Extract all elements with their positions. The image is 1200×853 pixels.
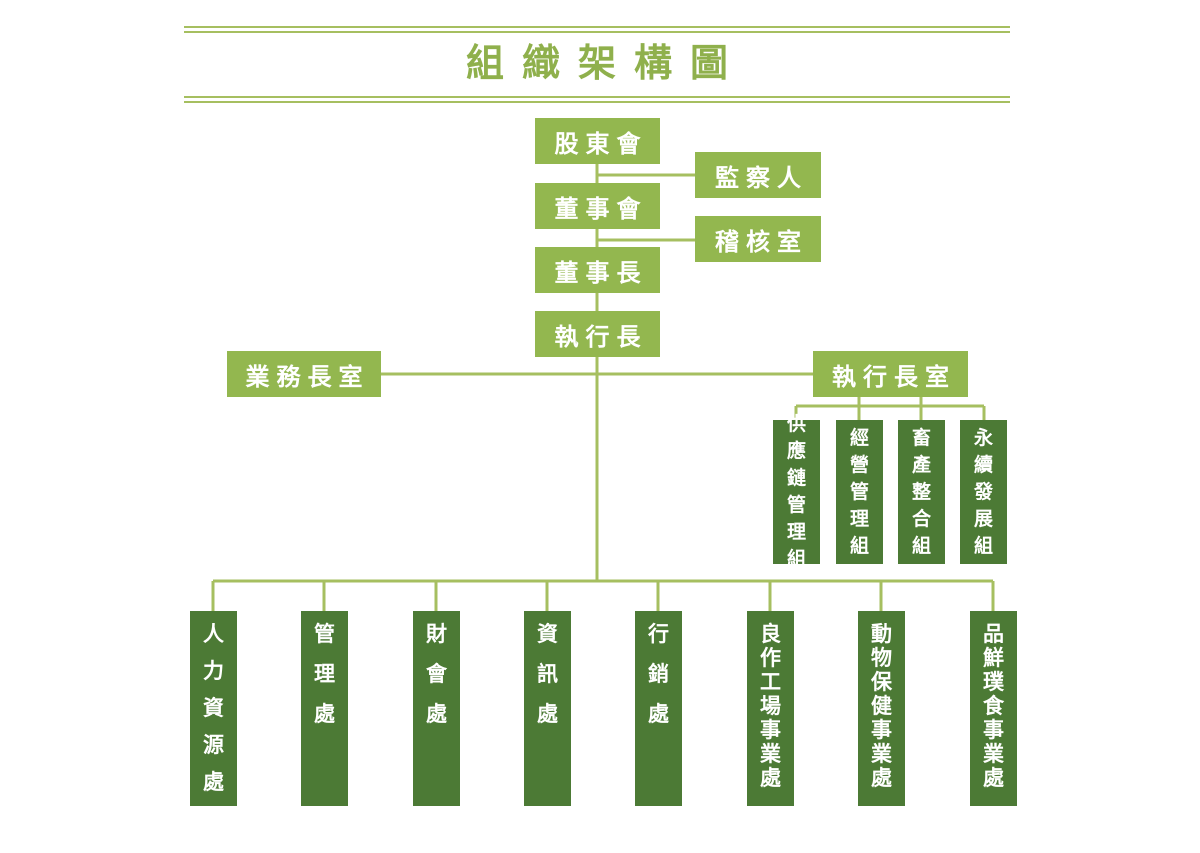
label-char: 行 bbox=[648, 621, 669, 646]
label-char: 動 bbox=[871, 621, 892, 646]
label-char: 理 bbox=[314, 661, 335, 686]
label-char: 鮮 bbox=[983, 645, 1004, 670]
group-box: 永續發展組 bbox=[960, 420, 1007, 564]
label-char: 物 bbox=[871, 645, 892, 670]
label-char: 品 bbox=[983, 621, 1004, 646]
label-char: 資 bbox=[203, 695, 224, 720]
label-char: 鏈 bbox=[786, 467, 806, 489]
department-box: 良作工場事業處 bbox=[747, 611, 794, 806]
title-rule-top-1 bbox=[184, 26, 1010, 28]
label-char: 整 bbox=[911, 480, 931, 503]
node-ceo: 執行長 bbox=[535, 311, 660, 357]
title-rule-bottom-1 bbox=[184, 96, 1010, 98]
label-char: 組 bbox=[849, 534, 869, 557]
node-chairman: 董事長 bbox=[535, 247, 660, 293]
label-char: 處 bbox=[537, 701, 558, 726]
label-char: 力 bbox=[203, 658, 224, 683]
label-char: 營 bbox=[849, 453, 869, 476]
label-char: 璞 bbox=[983, 669, 1004, 694]
title-rule-bottom-2 bbox=[184, 101, 1010, 103]
label-char: 食 bbox=[983, 693, 1004, 718]
label-char: 銷 bbox=[648, 661, 669, 686]
label-char: 事 bbox=[983, 717, 1004, 742]
node-audit: 稽核室 bbox=[695, 216, 821, 262]
label-char: 處 bbox=[203, 769, 224, 794]
label-char: 管 bbox=[849, 480, 869, 503]
title-rule-top-2 bbox=[184, 31, 1010, 33]
node-shareholders: 股東會 bbox=[535, 118, 660, 164]
label-char: 業 bbox=[871, 741, 892, 766]
label-char: 會 bbox=[426, 661, 447, 686]
department-box: 財會處 bbox=[413, 611, 460, 806]
department-box: 品鮮璞食事業處 bbox=[970, 611, 1017, 806]
label-char: 處 bbox=[871, 765, 892, 790]
department-box: 人力資源處 bbox=[190, 611, 237, 806]
label-char: 處 bbox=[983, 765, 1004, 790]
label-char: 組 bbox=[911, 534, 931, 557]
node-board: 董事會 bbox=[535, 183, 660, 229]
label-char: 資 bbox=[537, 621, 558, 646]
department-box: 動物保健事業處 bbox=[858, 611, 905, 806]
label-char: 處 bbox=[648, 701, 669, 726]
group-box: 畜產整合組 bbox=[898, 420, 945, 564]
label-char: 永 bbox=[973, 426, 993, 449]
label-char: 供 bbox=[786, 413, 806, 435]
label-char: 財 bbox=[426, 621, 447, 646]
label-char: 業 bbox=[983, 741, 1004, 766]
label-char: 理 bbox=[786, 521, 806, 543]
label-char: 場 bbox=[760, 693, 781, 718]
label-char: 處 bbox=[426, 701, 447, 726]
label-char: 組 bbox=[786, 548, 806, 570]
label-char: 經 bbox=[849, 426, 869, 449]
label-char: 作 bbox=[760, 645, 781, 670]
page-title: 組織架構圖 bbox=[465, 40, 746, 85]
node-ceo-office: 執行長室 bbox=[813, 351, 968, 397]
label-char: 管 bbox=[314, 621, 335, 646]
department-box: 資訊處 bbox=[524, 611, 571, 806]
label-char: 展 bbox=[973, 507, 993, 530]
label-char: 健 bbox=[871, 693, 892, 718]
department-box: 管理處 bbox=[301, 611, 348, 806]
label-char: 處 bbox=[314, 701, 335, 726]
department-box: 行銷處 bbox=[635, 611, 682, 806]
node-coo-office: 業務長室 bbox=[227, 351, 381, 397]
label-char: 業 bbox=[760, 741, 781, 766]
label-char: 管 bbox=[786, 494, 806, 516]
label-char: 合 bbox=[911, 507, 931, 530]
label-char: 事 bbox=[871, 717, 892, 742]
label-char: 產 bbox=[911, 453, 931, 476]
label-char: 理 bbox=[849, 507, 869, 530]
group-box: 經營管理組 bbox=[836, 420, 883, 564]
node-supervisor: 監察人 bbox=[695, 152, 821, 198]
label-char: 應 bbox=[786, 440, 806, 462]
label-char: 發 bbox=[973, 480, 993, 503]
label-char: 良 bbox=[760, 621, 781, 646]
label-char: 續 bbox=[973, 453, 993, 476]
label-char: 處 bbox=[760, 765, 781, 790]
label-char: 訊 bbox=[537, 661, 558, 686]
label-char: 組 bbox=[973, 534, 993, 557]
label-char: 事 bbox=[760, 717, 781, 742]
label-char: 源 bbox=[203, 732, 224, 757]
label-char: 工 bbox=[760, 669, 781, 694]
label-char: 保 bbox=[871, 669, 892, 694]
label-char: 人 bbox=[203, 621, 224, 646]
group-box: 供應鏈管理組 bbox=[773, 415, 820, 569]
label-char: 畜 bbox=[911, 426, 931, 449]
